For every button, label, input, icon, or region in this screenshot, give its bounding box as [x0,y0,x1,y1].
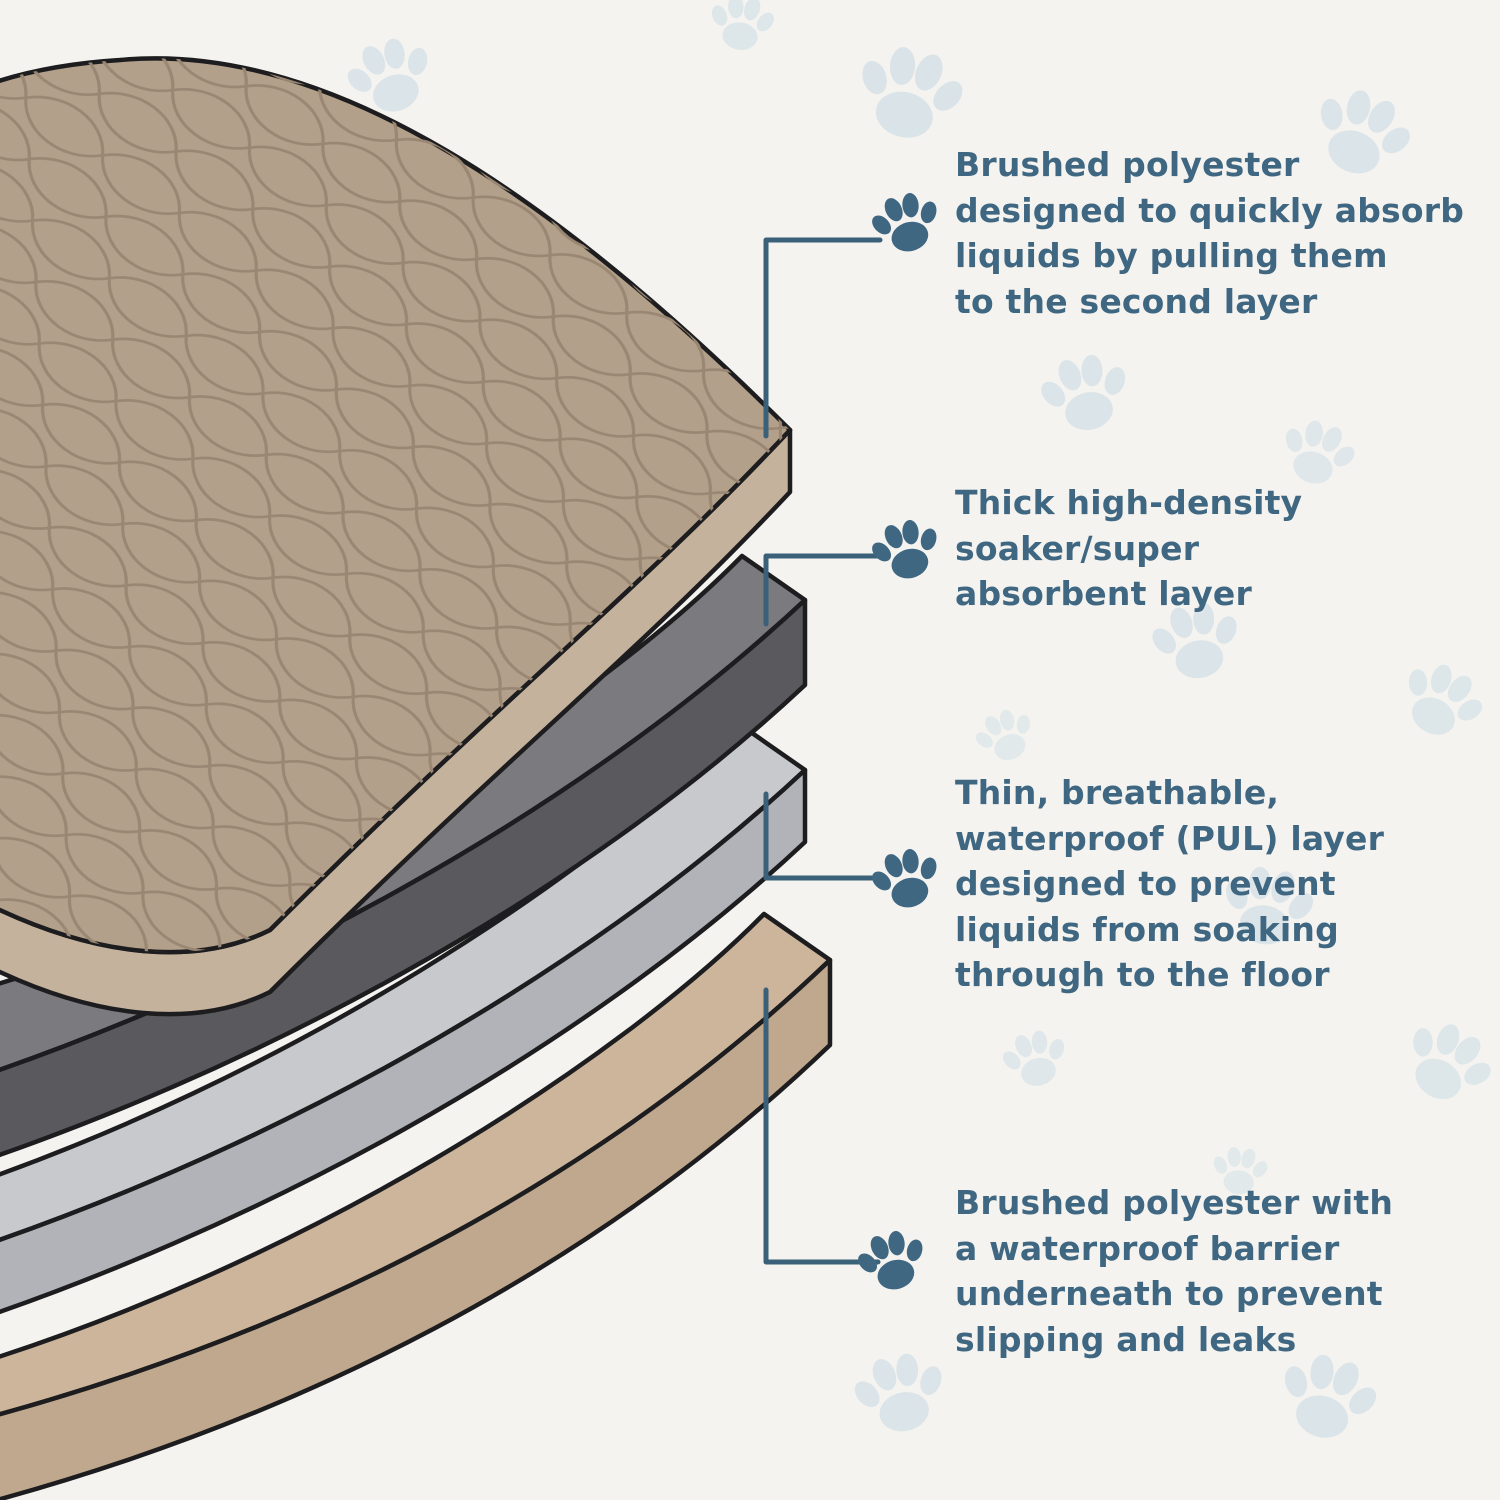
layer-1-quilted-top [0,56,793,1017]
watermark-paw [703,0,780,55]
pad-layers-illustration [0,56,833,1500]
paw-icon [849,1223,935,1298]
connector-layer-4 [763,987,881,1265]
watermark-paw [1386,649,1497,753]
watermark-paw [994,1023,1076,1094]
connector-layer-3 [763,791,883,881]
paw-icon [863,512,949,587]
watermark-paw [844,35,976,151]
connector-lines [763,237,883,1265]
annotation-waterproof-layer: Thin, breathable, waterproof (PUL) layer… [955,773,1385,995]
annotation-bottom-layer: Brushed polyester with a waterproof barr… [955,1183,1394,1359]
watermark-paw [1031,346,1139,440]
layer-4-bottom-grip [0,911,833,1500]
annotation-paw-icons [849,185,949,1298]
annotation-top-layer: Brushed polyester designed to quickly ab… [955,145,1465,321]
paw-icon [863,185,949,260]
watermark-paw [966,700,1044,771]
paw-icon [863,841,949,916]
connector-layer-2 [763,553,883,627]
connector-layer-1 [763,237,883,439]
watermark-paw [844,1344,956,1441]
layer-1-quilt-pattern [0,58,790,953]
layer-4-front-face [0,957,833,1500]
annotation-soaker-layer: Thick high-density soaker/super absorben… [955,483,1303,614]
watermark-paw [1388,1006,1500,1119]
layer-3-front-face [0,767,808,1315]
layer-2-front-face [0,597,808,1158]
